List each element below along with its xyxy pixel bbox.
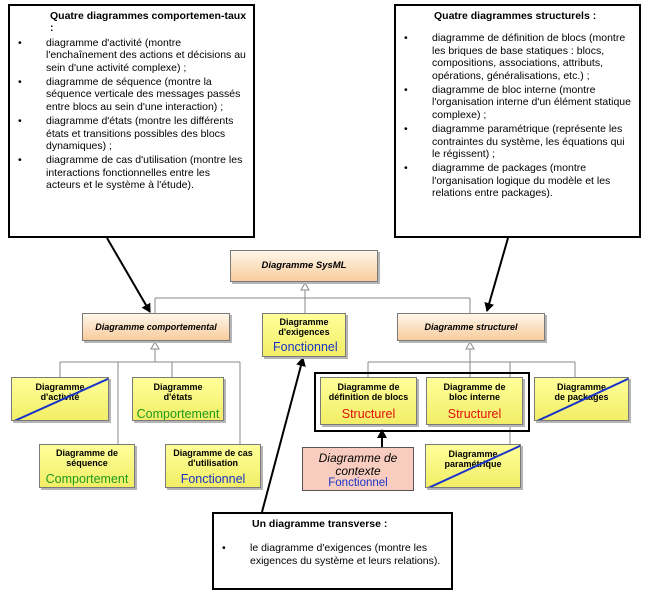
list-item: diagramme d'états (montre les différents… <box>16 115 247 152</box>
box-label: Diagramme de définition de blocs <box>328 382 409 402</box>
box-label: Diagramme d'activité <box>35 382 85 402</box>
tag-comportement: Comportement <box>45 472 129 486</box>
strike-through-line <box>14 378 108 420</box>
requirements-diagram-box: Diagramme d'exigences Fonctionnel <box>262 313 346 357</box>
use-case-diagram-box: Diagramme de cas d'utilisation Fonctionn… <box>165 444 261 488</box>
transverse-callout-title: Un diagramme transverse : <box>252 518 388 530</box>
structural-callout-list: diagramme de définition de blocs (montre… <box>402 32 633 199</box>
box-label: Diagramme d'états <box>153 382 203 402</box>
behavioral-callout-arrow <box>106 237 151 313</box>
structurel-generalization-arrow <box>465 340 475 350</box>
structural-callout: Quatre diagrammes structurels : diagramm… <box>394 4 641 238</box>
structural-callout-arrow <box>484 237 509 312</box>
tag-fonctionnel: Fonctionnel <box>273 340 338 354</box>
behavioral-callout-list: diagramme d'activité (montre l'enchaînem… <box>16 37 247 192</box>
box-label: Diagramme structurel <box>424 322 518 332</box>
internal-block-diagram-box: Diagramme de bloc interne Structurel <box>426 377 523 425</box>
activity-diagram-box: Diagramme d'activité <box>11 377 109 421</box>
behavioral-diagram-box: Diagramme comportemental <box>82 313 230 341</box>
tag-comportement: Comportement <box>136 407 220 421</box>
block-definition-diagram-box: Diagramme de définition de blocs Structu… <box>320 377 417 425</box>
list-item: diagramme d'activité (montre l'enchaînem… <box>16 37 247 74</box>
box-label: Diagramme de séquence <box>55 448 119 468</box>
transverse-callout: Un diagramme transverse : le diagramme d… <box>212 512 453 590</box>
transverse-callout-list: le diagramme d'exigences (montre les exi… <box>220 542 445 567</box>
box-label: Diagramme de packages <box>554 382 609 402</box>
sysml-generalization-arrow <box>300 281 310 291</box>
list-item: le diagramme d'exigences (montre les exi… <box>220 542 445 567</box>
list-item: diagramme de définition de blocs (montre… <box>402 32 633 82</box>
structural-diagram-box: Diagramme structurel <box>397 313 545 341</box>
list-item: diagramme de cas d'utilisation (montre l… <box>16 154 247 191</box>
tag-fonctionnel: Fonctionnel <box>180 472 246 486</box>
context-diagram-box: Diagramme de contexte Fonctionnel <box>302 447 414 491</box>
block-diagrams-frame <box>314 372 530 432</box>
comportemental-generalization-arrow <box>150 340 160 350</box>
box-label: Diagramme de cas d'utilisation <box>173 448 253 468</box>
box-label: Diagramme SysML <box>261 260 347 271</box>
box-label: Diagramme d'exigences <box>278 317 330 337</box>
strike-through-line <box>536 378 628 420</box>
box-label: Diagramme comportemental <box>95 322 217 332</box>
sysml-diagram-box: Diagramme SysML <box>230 250 378 282</box>
box-label: Diagramme paramétrique <box>444 449 502 469</box>
sequence-diagram-box: Diagramme de séquence Comportement <box>39 444 135 488</box>
state-diagram-box: Diagramme d'états Comportement <box>132 377 224 421</box>
tag-fonctionnel: Fonctionnel <box>328 477 388 489</box>
tag-structurel: Structurel <box>447 407 502 421</box>
transverse-callout-arrow <box>261 357 306 513</box>
box-label: Diagramme de contexte <box>318 451 398 478</box>
tag-structurel: Structurel <box>341 407 396 421</box>
parametric-diagram-box: Diagramme paramétrique <box>425 444 521 488</box>
package-diagram-box: Diagramme de packages <box>534 377 629 421</box>
structural-callout-title: Quatre diagrammes structurels : <box>434 10 597 22</box>
list-item: diagramme de packages (montre l'organisa… <box>402 162 633 199</box>
behavioral-callout: Quatre diagrammes comportemen-taux : dia… <box>8 4 255 238</box>
list-item: diagramme paramétrique (représente les c… <box>402 123 633 160</box>
list-item: diagramme de séquence (montre la séquenc… <box>16 76 247 113</box>
strike-through-line <box>427 445 520 487</box>
behavioral-callout-title: Quatre diagrammes comportemen-taux : <box>50 10 247 35</box>
list-item: diagramme de bloc interne (montre l'orga… <box>402 84 633 121</box>
box-label: Diagramme de bloc interne <box>443 382 506 402</box>
